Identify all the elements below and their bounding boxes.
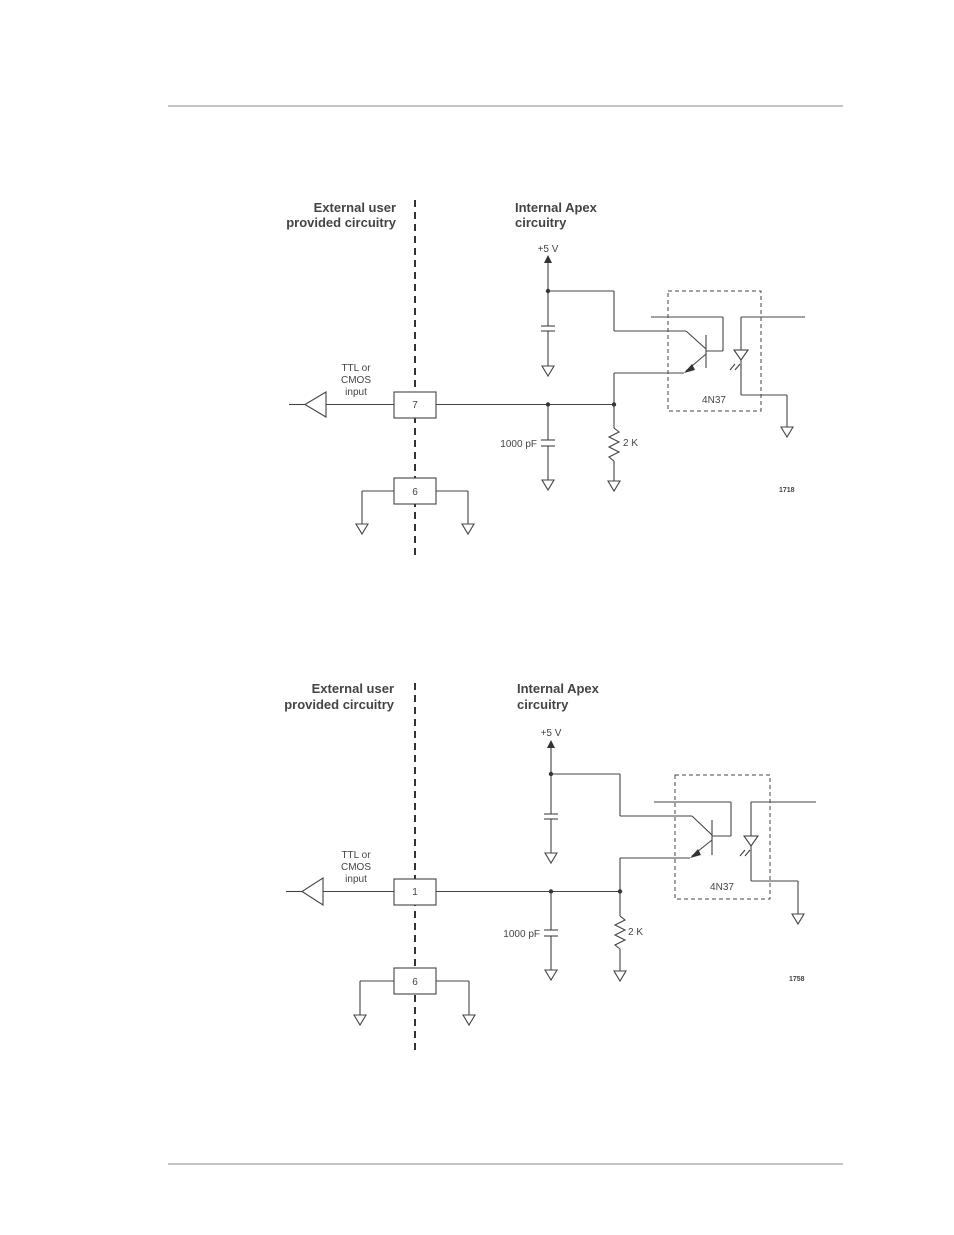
supply-label: +5 V <box>538 244 559 255</box>
ground-pin-label: 6 <box>412 487 418 498</box>
input-label-line-3: input <box>345 874 367 885</box>
ground-icon <box>463 1015 475 1025</box>
internal-label-line-2: circuitry <box>515 215 567 230</box>
optocoupler-label: 4N37 <box>702 395 726 406</box>
ground-icon <box>545 970 557 980</box>
ground-icon <box>614 971 626 981</box>
input-label-line-3: input <box>345 387 367 398</box>
circuit-diagram-2: External user provided circuitry Interna… <box>284 681 816 1050</box>
supply-arrow-icon <box>547 740 555 748</box>
ground-icon <box>781 427 793 437</box>
ground-icon <box>462 524 474 534</box>
resistor-symbol <box>615 916 625 949</box>
resistor-symbol <box>609 428 619 461</box>
supply-label: +5 V <box>541 728 562 739</box>
ground-icon <box>542 366 554 376</box>
resistor-label: 2 K <box>628 927 643 938</box>
internal-label-line-1: Internal Apex <box>515 200 598 215</box>
input-buffer-symbol <box>305 392 326 417</box>
ground-icon <box>545 853 557 863</box>
ground-icon <box>356 524 368 534</box>
input-label-line-2: CMOS <box>341 862 371 873</box>
resistor-label: 2 K <box>623 438 638 449</box>
ground-pin-label: 6 <box>412 977 418 988</box>
ground-icon <box>608 481 620 491</box>
input-label-line-1: TTL or <box>341 850 371 861</box>
capacitor-label: 1000 pF <box>500 439 537 450</box>
optocoupler-box <box>675 775 770 899</box>
supply-arrow-icon <box>544 255 552 263</box>
signal-pin-label: 7 <box>412 400 418 411</box>
external-label-line-2: provided circuitry <box>286 215 397 230</box>
input-buffer-symbol <box>302 878 323 905</box>
optocoupler-label: 4N37 <box>710 882 734 893</box>
ground-icon <box>542 480 554 490</box>
external-label-line-1: External user <box>312 681 394 696</box>
figure-number: 1718 <box>779 487 795 494</box>
signal-pin-label: 1 <box>412 887 418 898</box>
input-label-line-2: CMOS <box>341 375 371 386</box>
internal-label-line-2: circuitry <box>517 697 569 712</box>
circuit-diagram-1: External user provided circuitry Interna… <box>286 200 805 558</box>
capacitor-label: 1000 pF <box>503 929 540 940</box>
external-label-line-2: provided circuitry <box>284 697 395 712</box>
ground-icon <box>792 914 804 924</box>
internal-label-line-1: Internal Apex <box>517 681 600 696</box>
external-label-line-1: External user <box>314 200 396 215</box>
input-label-line-1: TTL or <box>341 363 371 374</box>
ground-icon <box>354 1015 366 1025</box>
figure-number: 1758 <box>789 976 805 983</box>
